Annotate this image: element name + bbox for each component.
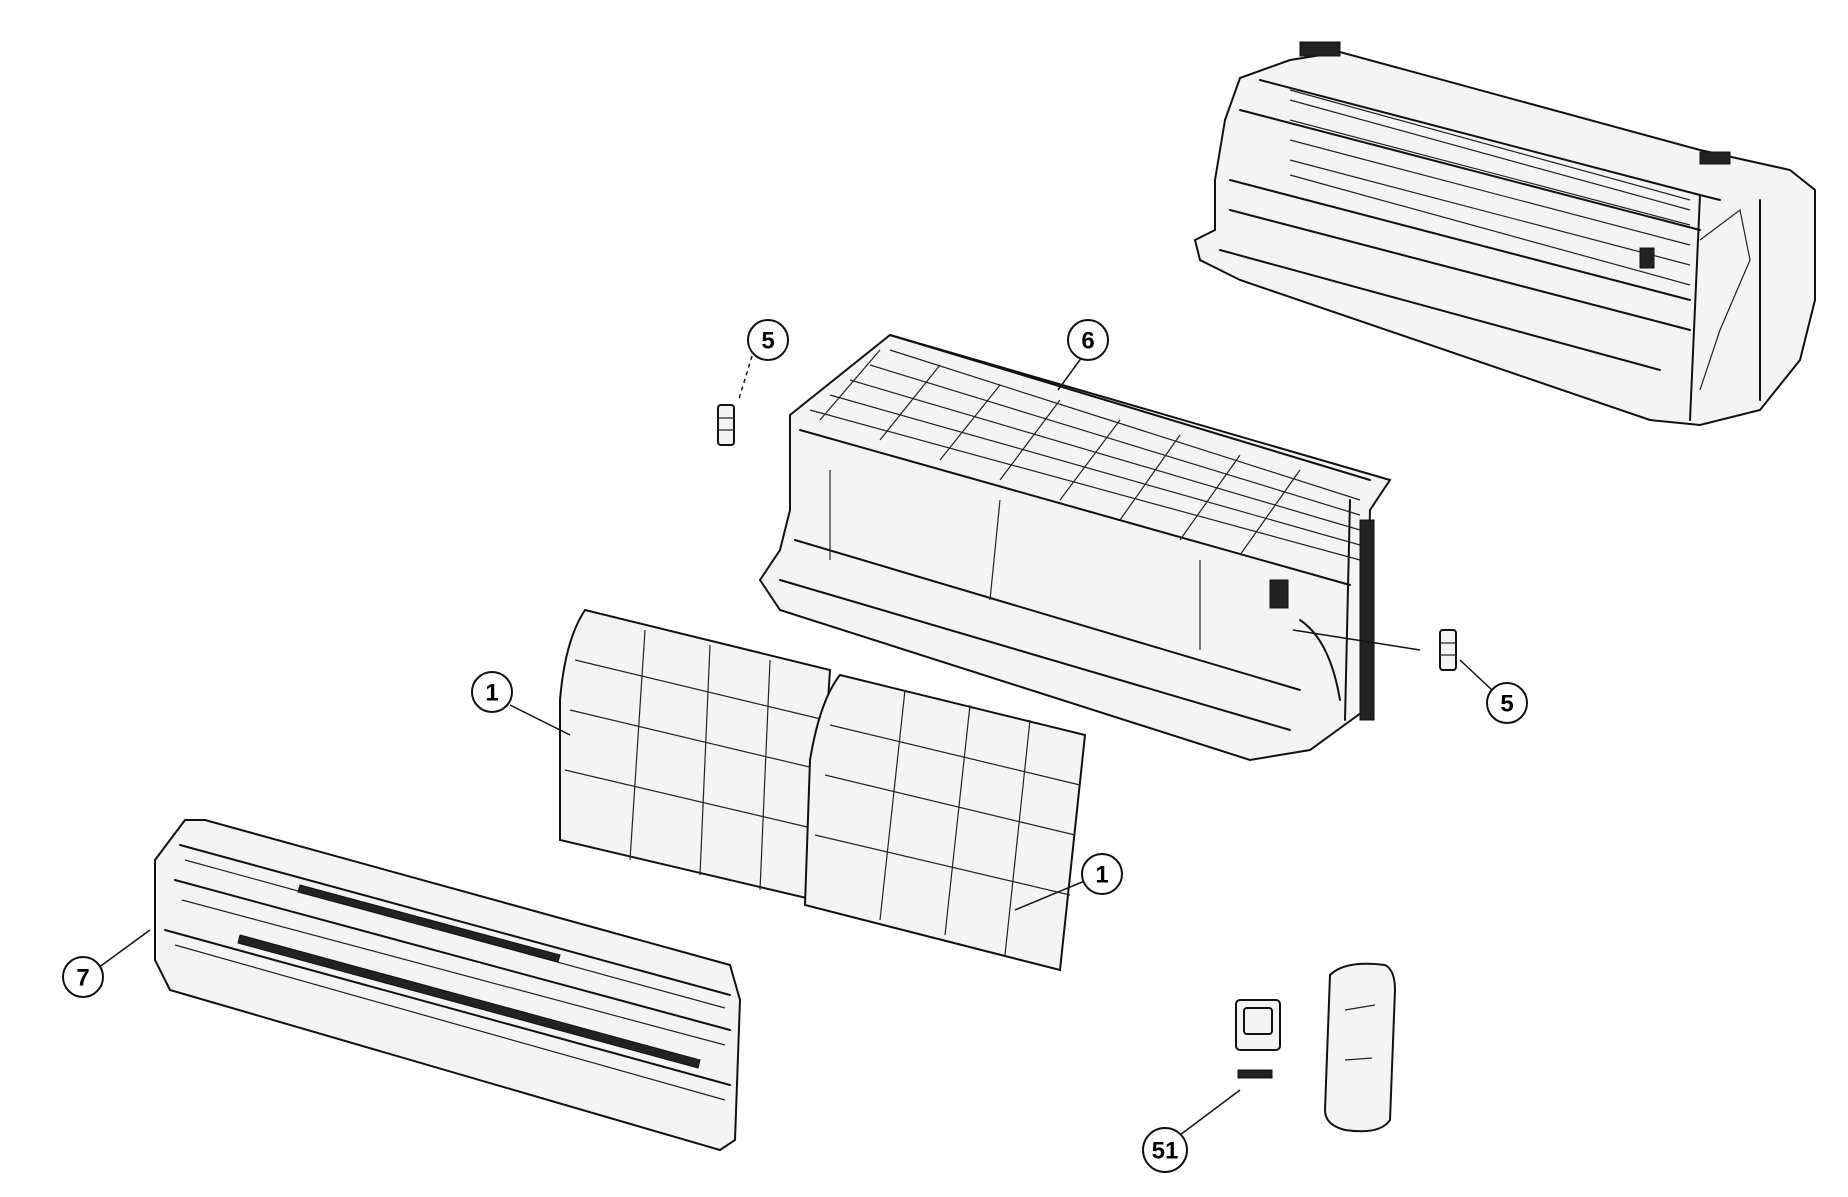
svg-text:7: 7 (76, 965, 89, 992)
front-grille-panel (758, 333, 1392, 762)
clip-right (1439, 629, 1457, 671)
leader-lines (97, 355, 1493, 1136)
svg-text:6: 6 (1081, 328, 1094, 355)
remote-control-holder (1323, 962, 1397, 1133)
front-cover-panel (154, 819, 742, 1152)
svg-text:51: 51 (1152, 1138, 1179, 1165)
svg-text:1: 1 (1095, 862, 1108, 889)
callout-1-left: 1 (471, 671, 513, 713)
callout-1-right: 1 (1081, 853, 1123, 895)
air-filter-right (803, 673, 1087, 972)
svg-text:1: 1 (485, 680, 498, 707)
svg-text:5: 5 (1500, 691, 1513, 718)
callout-6: 6 (1067, 319, 1109, 361)
air-filter-left (559, 608, 832, 902)
clip-left (717, 404, 735, 446)
callout-51: 51 (1142, 1127, 1188, 1173)
svg-text:5: 5 (761, 328, 774, 355)
callout-5-left: 5 (747, 319, 789, 361)
remote-control (1235, 999, 1281, 1079)
callout-7: 7 (62, 956, 104, 998)
indoor-unit-chassis (1193, 41, 1816, 427)
callout-5-right: 5 (1486, 682, 1528, 724)
